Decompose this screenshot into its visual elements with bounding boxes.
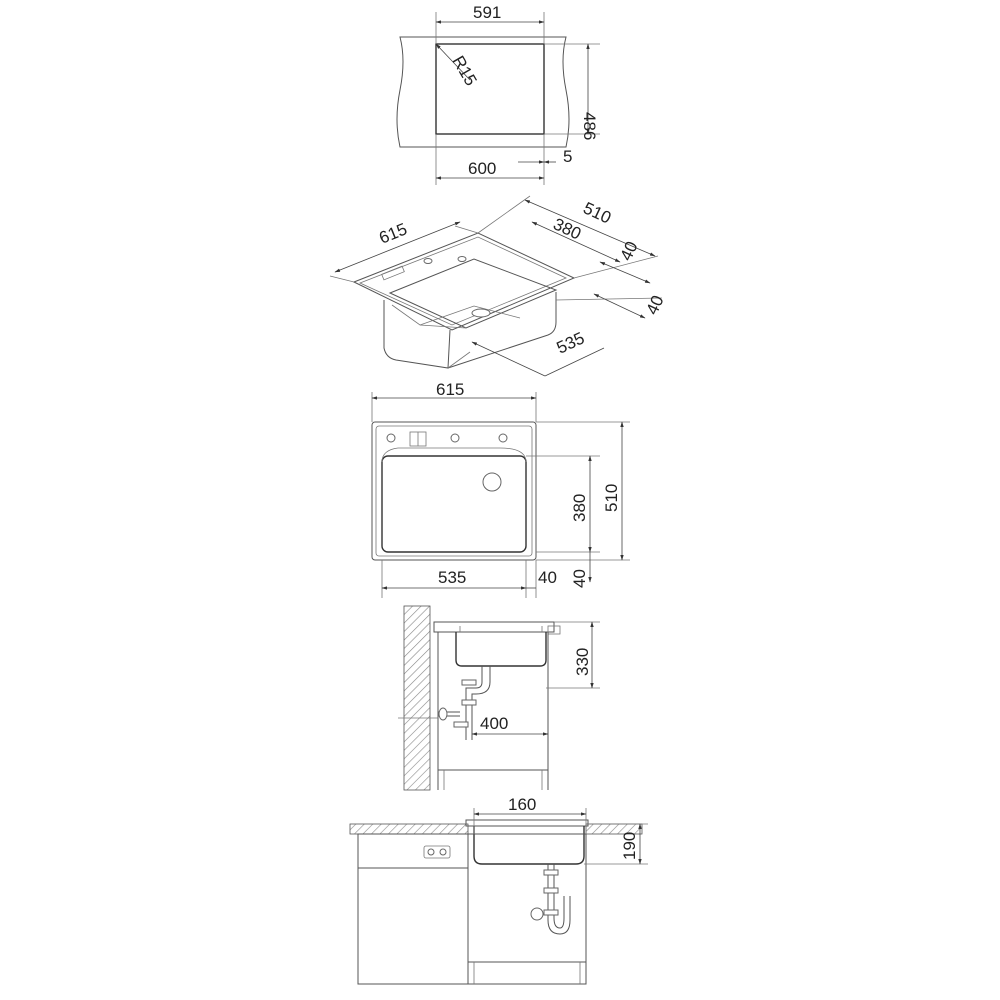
front-countertop-left — [349, 823, 469, 835]
side-sink-bowl — [455, 632, 547, 667]
iso-tap-hole — [423, 258, 433, 264]
side-drain-pipe — [465, 666, 491, 740]
top-bowl — [381, 455, 527, 553]
cutout-outer-width-label: 600 — [468, 159, 496, 178]
top-drain — [482, 472, 502, 492]
countertop-outline — [396, 36, 570, 148]
cutout-edge-label: 5 — [563, 147, 572, 166]
front-depth-label: 190 — [620, 832, 639, 860]
front-sink-bowl — [473, 826, 585, 865]
cutout-radius-label: R15 — [449, 53, 481, 90]
front-sink-cabinet — [467, 833, 587, 985]
iso-width-label: 615 — [376, 219, 409, 247]
top-bottom-rim-label: 40 — [570, 569, 589, 588]
iso-bowl-opening — [388, 258, 558, 329]
top-bowl-width-label: 535 — [438, 568, 466, 587]
top-tap-hole — [386, 433, 396, 443]
cutout-view: R15 591 486 600 5 — [396, 3, 600, 185]
iso-rim-back-label: 40 — [616, 239, 641, 264]
iso-rim-front-label: 40 — [642, 293, 667, 318]
side-wall — [403, 605, 431, 791]
top-total-height-label: 510 — [602, 484, 621, 512]
front-drain-trap — [547, 864, 571, 935]
top-bowl-height-label: 380 — [570, 494, 589, 522]
iso-depth-label: 510 — [580, 198, 614, 227]
side-countertop — [433, 621, 555, 633]
cutout-height-label: 486 — [580, 112, 599, 140]
cutout-rect — [435, 43, 545, 135]
side-view: 330 400 — [398, 605, 600, 791]
isometric-view: 615 510 380 40 40 535 — [329, 195, 668, 377]
iso-rim — [352, 232, 576, 331]
side-distance-label: 400 — [480, 714, 508, 733]
top-rim-outer — [371, 421, 537, 561]
top-right-rim-label: 40 — [538, 568, 557, 587]
top-width-label: 615 — [436, 380, 464, 399]
front-view: 160 190 — [349, 795, 648, 985]
side-depth-label: 330 — [573, 648, 592, 676]
iso-drain — [471, 308, 491, 318]
iso-bowl-body — [383, 300, 451, 369]
iso-bowl-width-label: 535 — [554, 328, 588, 357]
cutout-width-label: 591 — [473, 3, 501, 22]
front-offset-label: 160 — [508, 795, 536, 814]
top-view: 615 380 510 535 40 40 — [371, 380, 630, 598]
front-sink-rim — [465, 819, 589, 827]
front-appliance-cabinet — [357, 833, 469, 985]
iso-bowl-depth-label: 380 — [550, 214, 584, 243]
